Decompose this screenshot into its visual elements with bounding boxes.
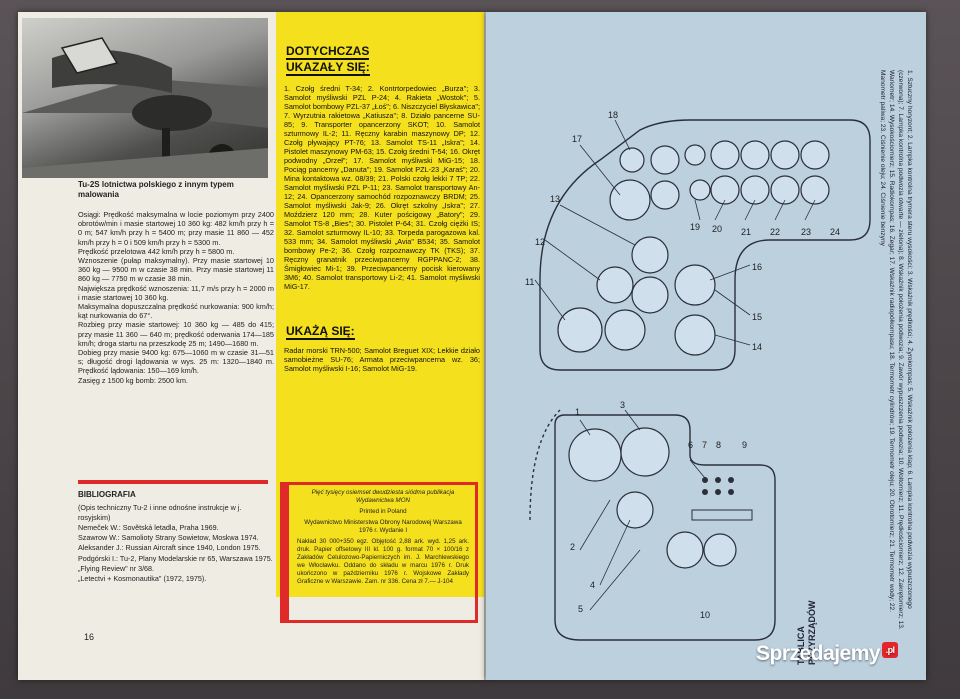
bibliography-entry: Podgórski I.: Tu-2, Plany Modelarskie nr… [78,553,273,563]
instrument-dial [619,147,645,173]
instrument-dial [568,428,622,482]
instrument-dial [631,276,669,314]
upcoming-heading: UKAŻĄ SIĘ: [286,324,355,340]
spec-paragraph: Rozbieg przy masie startowej: 10 360 kg … [78,320,274,348]
instrument-dial [800,175,830,205]
instrument-dial [684,144,706,166]
bibliography-entry: Szawrow W.: Samolioty Strany Sowietow, M… [78,533,259,543]
instrument-dial [609,179,651,221]
instrument-dial [631,236,669,274]
instrument-dial [770,175,800,205]
upcoming-list: Radar morski TRN-500; Samolot Breguet XI… [284,346,480,373]
callout-number: 17 [572,134,582,144]
red-divider [78,480,268,484]
callout-number: 2 [570,542,575,552]
callout-number: 9 [742,440,747,450]
instrument-dial [740,175,770,205]
spec-paragraph: Osiągi: Prędkość maksymalna w locie pozi… [78,210,274,247]
instrument-dial [557,307,603,353]
series-heading: DOTYCHCZAS UKAZAŁY SIĘ: [286,44,370,76]
spec-paragraph: Zasięg z 1500 kg bomb: 2500 km. [78,375,188,385]
callout-number: 23 [801,227,811,237]
lower-panel-outline [554,414,776,641]
performance-specs: Osiągi: Prędkość maksymalna w locie pozi… [78,210,274,385]
instrument-dial [674,264,716,306]
series-panel: DOTYCHCZAS UKAZAŁY SIĘ: 1. Czołg średni … [276,12,486,597]
bibliography-entry: (Opis techniczny Tu-2 i inne odnośne ins… [78,503,242,522]
instrument-dial [710,140,740,170]
callout-number: 20 [712,224,722,234]
imprint-line: Printed in Poland [359,508,407,515]
legend-text: 1. Sztuczny horyzont; 2. Lampka kontroln… [879,70,913,630]
instrument-dial [674,314,716,356]
callout-number: 4 [590,580,595,590]
bibliography-entry: „Flying Review" nr 3/68. [78,564,155,574]
bibliography: BIBLIOGRAFIA (Opis techniczny Tu-2 i inn… [78,490,273,585]
instrument-dial [616,491,654,529]
callout-number: 21 [741,227,751,237]
callout-number: 6 [688,440,693,450]
callout-number: 10 [700,610,710,620]
bibliography-entry: Nemeček W.: Sovětská letadla, Praha 1969… [78,522,219,532]
callout-number: 22 [770,227,780,237]
page-number: 16 [84,632,95,642]
callout-number: 13 [550,194,560,204]
imprint-line: Nakład 30 000+350 egz. Objętość 2,88 ark… [297,538,469,585]
aircraft-photo [22,18,268,178]
callout-number: 24 [830,227,840,237]
callout-number: 3 [620,400,625,410]
spec-paragraph: Prędkość przelotowa 442 km/h przy h = 58… [78,246,235,256]
instrument-dial [596,266,634,304]
callout-number: 19 [690,222,700,232]
spec-paragraph: Dobieg przy masie 9400 kg: 675—1060 m w … [78,348,274,376]
spec-paragraph: Maksymalna dopuszczalna prędkość nurkowa… [78,302,274,321]
bibliography-entry: Aleksander J.: Russian Aircraft since 19… [78,543,261,553]
imprint-bar [283,485,289,620]
instrument-dial [620,427,670,477]
left-page: Tu-2S lotnictwa polskiego z innym typem … [18,12,486,680]
callout-number: 18 [608,110,618,120]
instrument-panel-diagram: 11 12 13 17 18 14 15 16 19 20 21 22 23 2… [525,110,871,641]
instrument-dial [650,180,680,210]
callout-number: 8 [716,440,721,450]
instrument-dial [604,309,646,351]
instrument-dial [770,140,800,170]
imprint-box: Pięć tysięcy osiemset dwudziesta siódma … [280,482,478,623]
callout-number: 1 [575,407,580,417]
instrument-legend: 1. Sztuczny horyzont; 2. Lampka kontroln… [844,70,914,640]
instrument-dial [650,145,680,175]
bibliography-title: BIBLIOGRAFIA [78,490,136,499]
instrument-dial [710,175,740,205]
spec-paragraph: Największa prędkość wznoszenia: 11,7 m/s… [78,283,274,302]
upper-panel-outline [539,119,871,371]
imprint-line: Wydawnictwo Ministerstwa Obrony Narodowe… [304,519,462,534]
callout-number: 11 [525,277,534,287]
callout-number: 5 [578,604,583,614]
instrument-dial [666,531,704,569]
imprint-line: Pięć tysięcy osiemset dwudziesta siódma … [311,489,455,504]
callout-number: 14 [752,342,762,352]
bibliography-entry: „Letectvi + Kosmonautika" (1972, 1975). [78,574,207,584]
photo-caption: Tu-2S lotnictwa polskiego z innym typem … [78,180,234,199]
callout-number: 12 [535,237,545,247]
instrument-dial [800,140,830,170]
watermark-badge: .pl [882,642,899,658]
callout-number: 15 [752,312,762,322]
instrument-dial [689,179,711,201]
spec-paragraph: Wznoszenie (pułap maksymalny). Przy masi… [78,256,274,284]
callout-number: 7 [702,440,707,450]
instrument-dial [740,140,770,170]
watermark-logo: Sprzedajemy.pl [756,642,899,666]
callout-number: 16 [752,262,762,272]
instrument-dial [703,533,737,567]
published-list: 1. Czołg średni T-34; 2. Kontrtorpedowie… [284,84,480,291]
